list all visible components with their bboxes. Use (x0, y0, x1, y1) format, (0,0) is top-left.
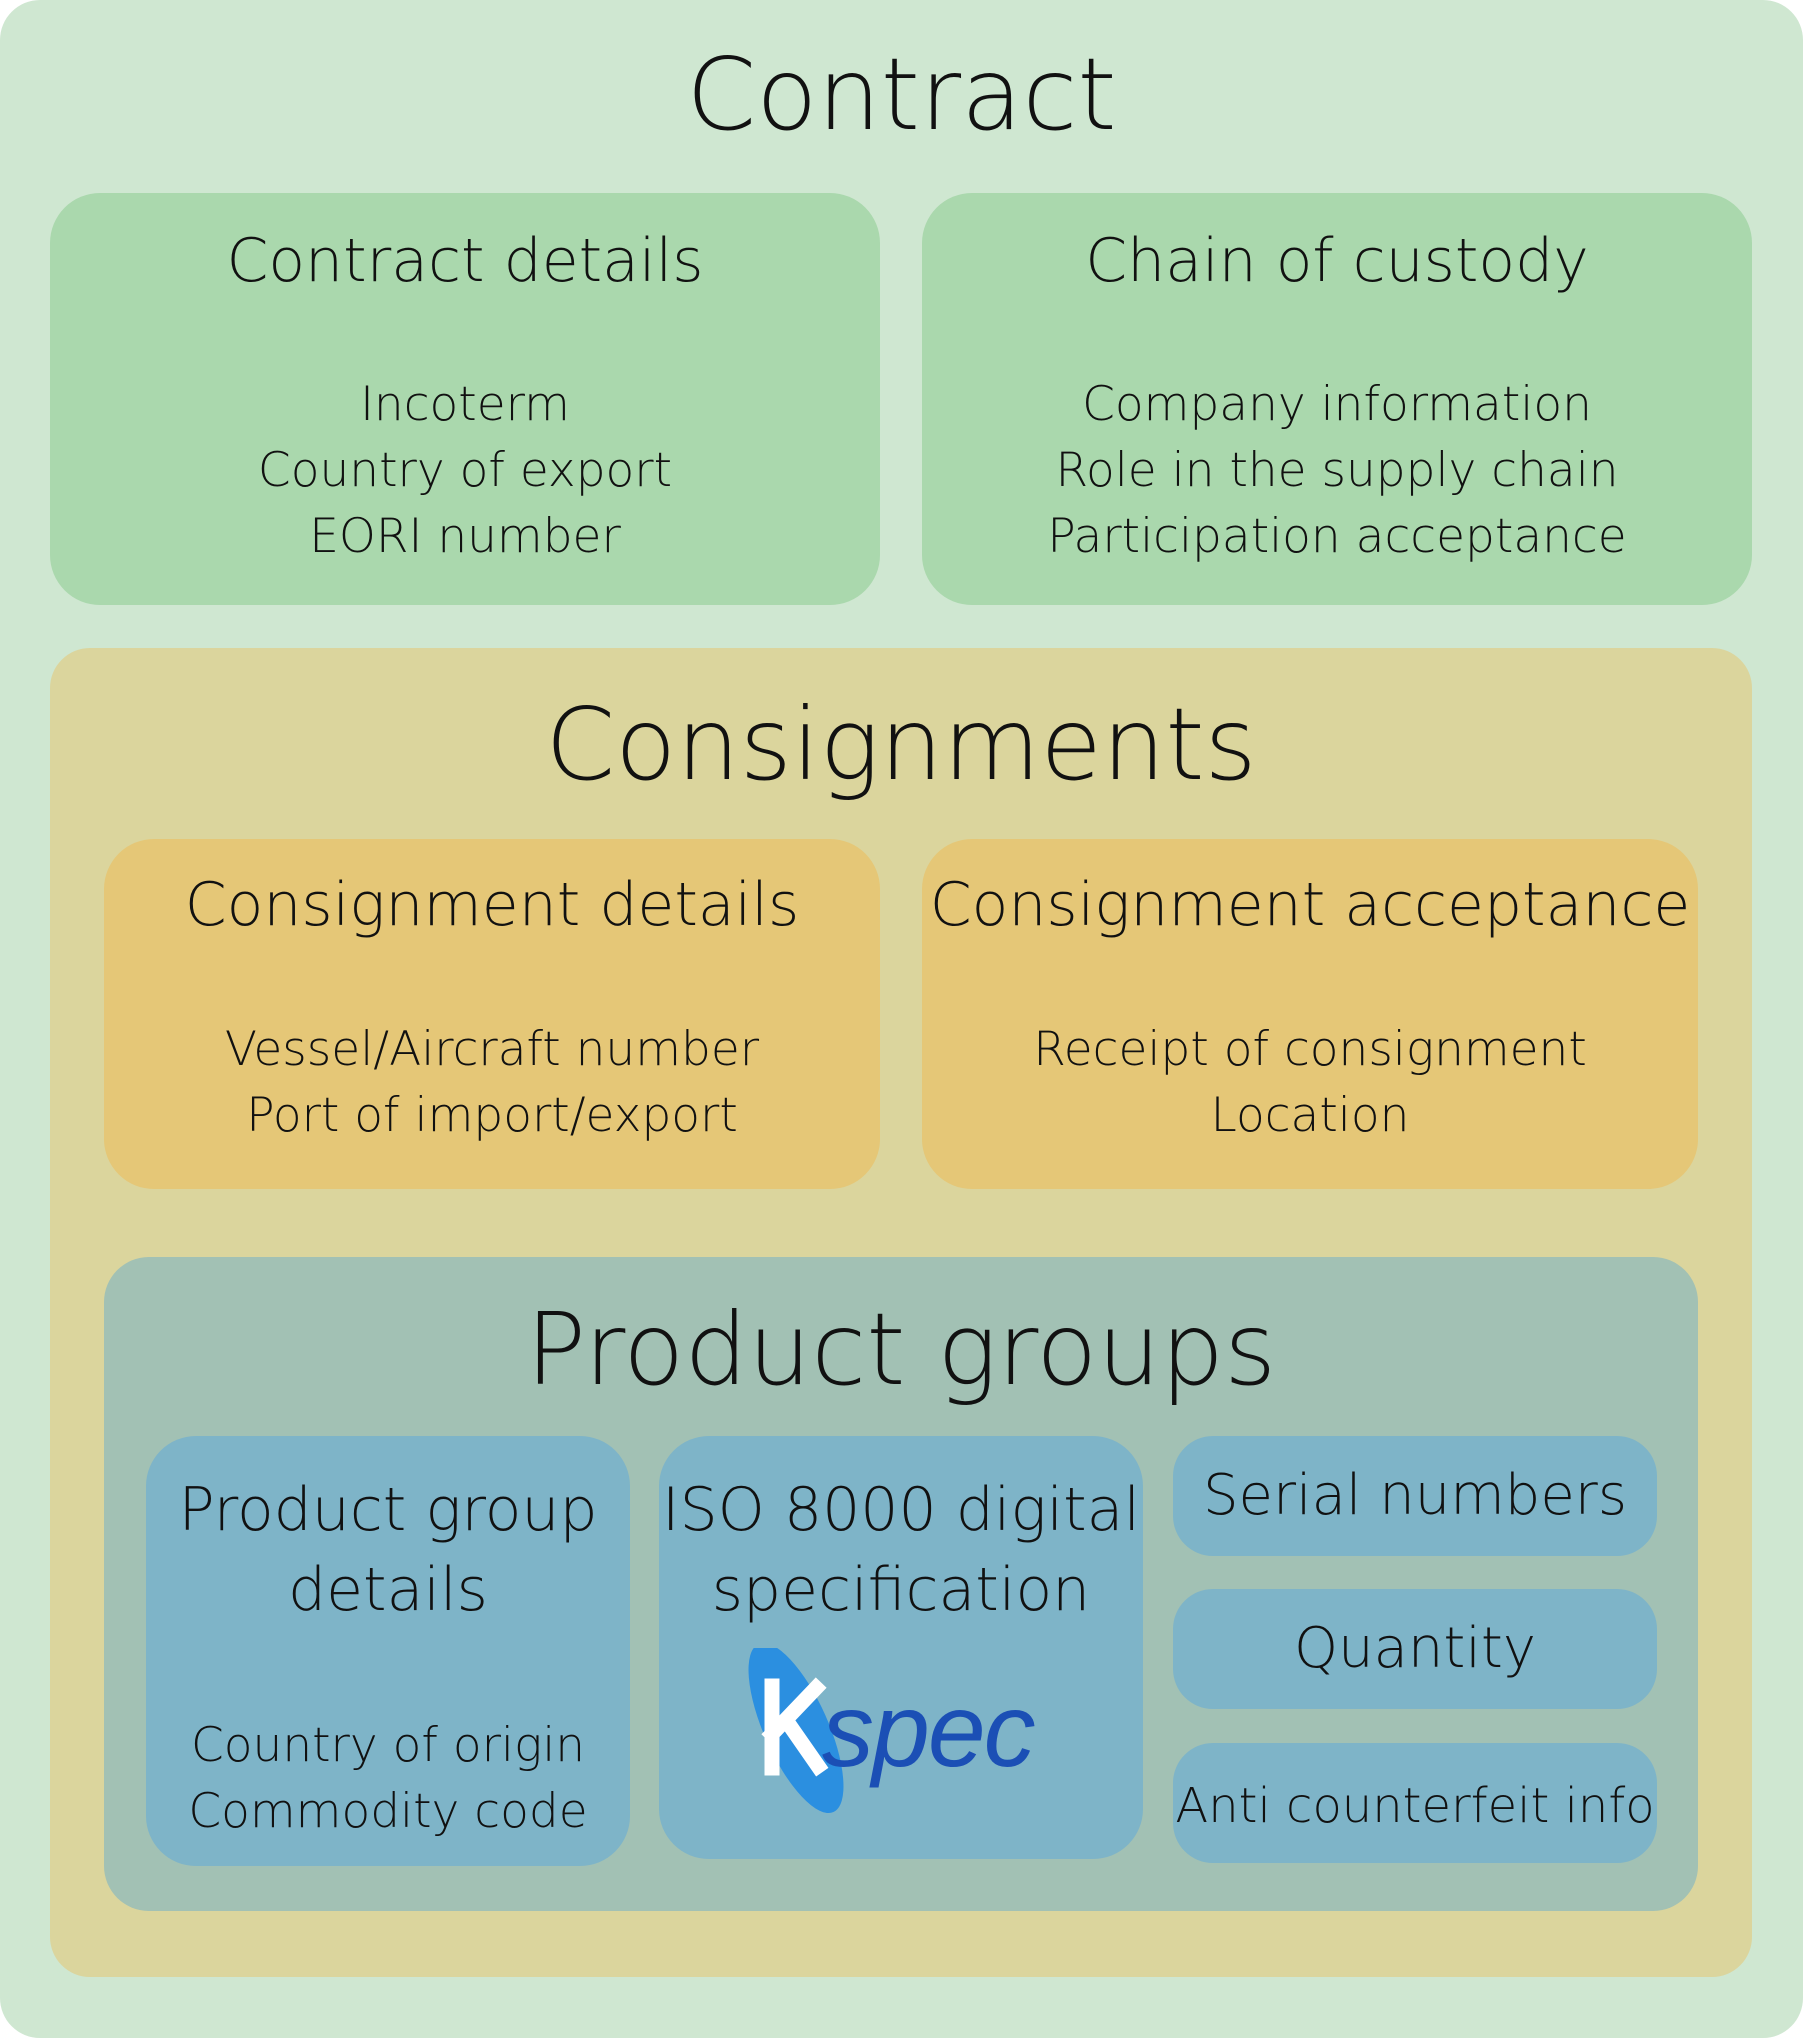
list-item: Role in the supply chain (1055, 443, 1619, 498)
serial-numbers-box: Serial numbers (1173, 1436, 1657, 1556)
iso-8000-title: specification (711, 1555, 1091, 1625)
contract-details-box: Contract details Incoterm Country of exp… (50, 193, 880, 605)
product-groups-container: Product groups Product group details Cou… (104, 1257, 1698, 1911)
anti-counterfeit-box: Anti counterfeit info (1173, 1743, 1657, 1863)
contract-details-title: Contract details (226, 226, 704, 296)
list-item: Commodity code (188, 1784, 588, 1839)
contract-details-list: Incoterm Country of export EORI number (50, 372, 880, 570)
iso-8000-title: ISO 8000 digital (661, 1475, 1141, 1545)
product-group-details-title: details (288, 1555, 488, 1625)
serial-numbers-label: Serial numbers (1203, 1463, 1627, 1529)
logo-spec-text: spec (822, 1673, 1035, 1789)
chain-of-custody-title: Chain of custody (1085, 226, 1589, 296)
quantity-label: Quantity (1294, 1616, 1536, 1682)
list-item: Location (1210, 1088, 1410, 1143)
consignments-title: Consignments (545, 686, 1257, 803)
iso-8000-box: ISO 8000 digital specification spec (659, 1436, 1143, 1859)
list-item: Participation acceptance (1047, 509, 1627, 564)
chain-of-custody-list: Company information Role in the supply c… (922, 372, 1752, 570)
kspec-logo: spec (748, 1648, 1037, 1814)
list-item: Incoterm (360, 377, 570, 432)
contract-title: Contract (686, 36, 1117, 153)
consignment-details-list: Vessel/Aircraft number Port of import/ex… (104, 1017, 880, 1149)
list-item: Company information (1082, 377, 1592, 432)
consignment-acceptance-title: Consignment acceptance (929, 870, 1691, 940)
chain-of-custody-box: Chain of custody Company information Rol… (922, 193, 1752, 605)
consignment-details-title: Consignment details (184, 870, 800, 940)
list-item: Receipt of consignment (1033, 1022, 1587, 1077)
list-item: EORI number (309, 509, 621, 564)
list-item: Vessel/Aircraft number (224, 1022, 760, 1077)
list-item: Port of import/export (246, 1088, 738, 1143)
list-item: Country of export (257, 443, 673, 498)
consignment-details-box: Consignment details Vessel/Aircraft numb… (104, 839, 880, 1189)
quantity-box: Quantity (1173, 1589, 1657, 1709)
product-groups-title: Product groups (525, 1291, 1277, 1408)
product-group-details-title: Product group (178, 1475, 598, 1545)
list-item: Country of origin (190, 1718, 586, 1773)
anti-counterfeit-label: Anti counterfeit info (1175, 1778, 1655, 1835)
logo-k-mark (761, 1677, 829, 1777)
consignment-acceptance-box: Consignment acceptance Receipt of consig… (922, 839, 1698, 1189)
product-group-details-box: Product group details Country of origin … (146, 1436, 630, 1866)
consignments-container: Consignments Consignment details Vessel/… (50, 648, 1752, 1977)
product-group-details-list: Country of origin Commodity code (146, 1713, 630, 1845)
consignment-acceptance-list: Receipt of consignment Location (922, 1017, 1698, 1149)
